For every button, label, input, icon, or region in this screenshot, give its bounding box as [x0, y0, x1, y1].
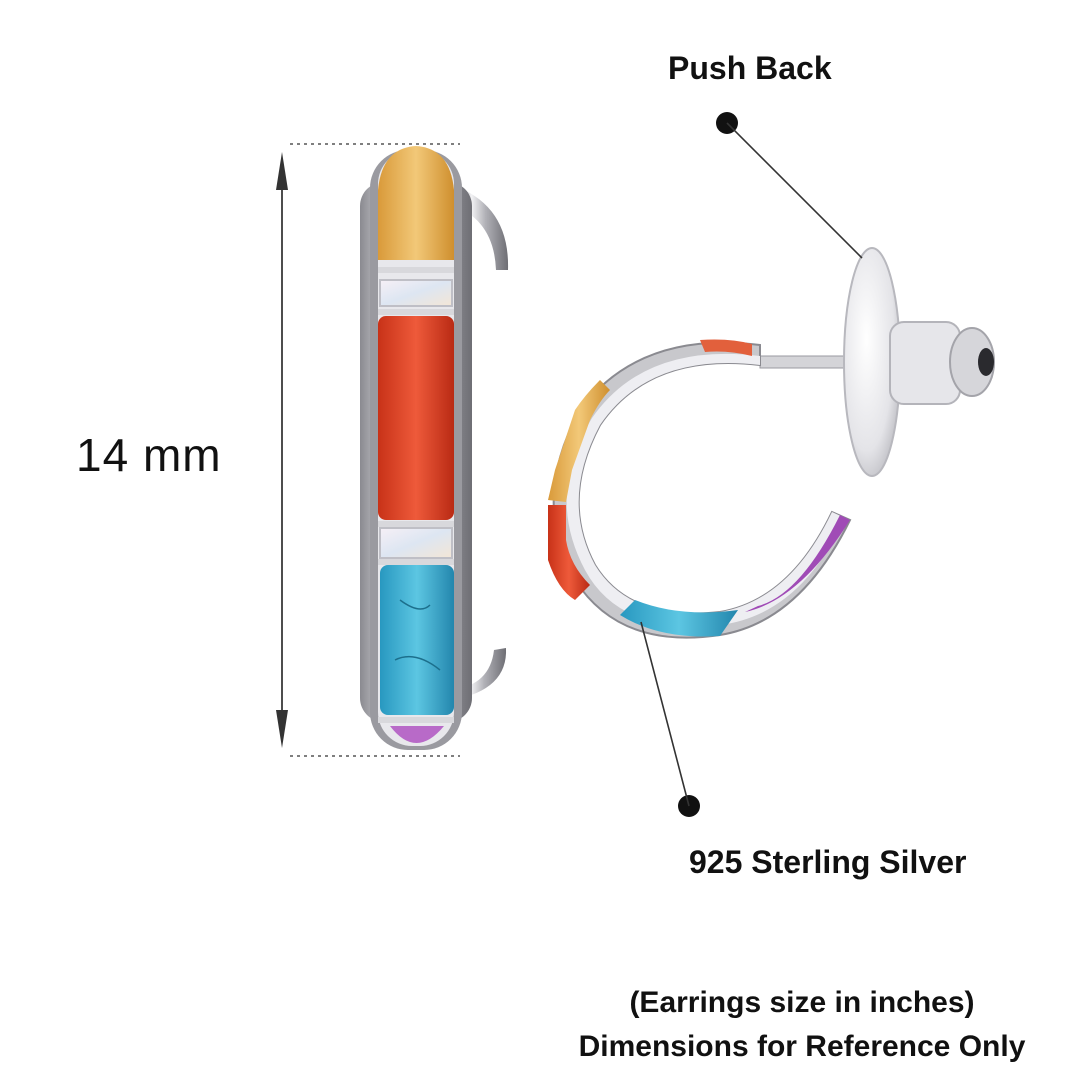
earring-front-view — [360, 146, 509, 750]
earring-side-view — [548, 247, 995, 639]
callout-push-back — [716, 112, 863, 259]
push-back-label: Push Back — [668, 50, 832, 86]
dimension-guide — [276, 143, 460, 757]
reference-note: Dimensions for Reference Only — [578, 1030, 1026, 1063]
callout-material — [640, 621, 700, 817]
height-dimension-label: 14 mm — [76, 429, 222, 481]
material-label: 925 Sterling Silver — [689, 844, 967, 880]
size-note: (Earrings size in inches) — [629, 986, 975, 1019]
